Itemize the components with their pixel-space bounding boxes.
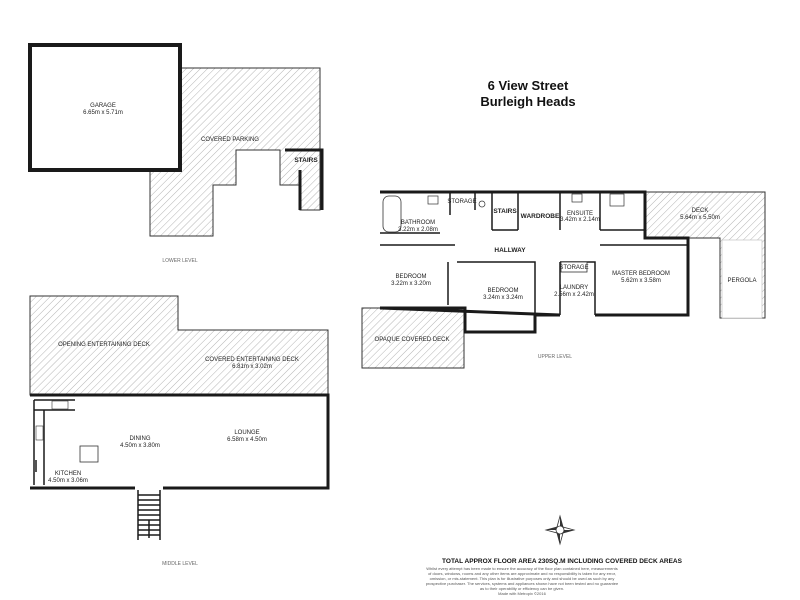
middle-level: OPENING ENTERTAINING DECK COVERED ENTERT…: [29, 295, 330, 567]
garage-room: [28, 43, 182, 172]
ensuite-dims: 3.42m x 2.14m: [560, 217, 600, 223]
compass-rose-icon: [544, 514, 576, 546]
garage-label: GARAGE: [90, 103, 116, 109]
bathroom-dims: 3.22m x 2.08m: [398, 227, 438, 233]
pergola-area: [721, 239, 763, 319]
covered-deck-label: COVERED ENTERTAINING DECK: [205, 357, 299, 363]
opening-deck-label: OPENING ENTERTAINING DECK: [58, 342, 150, 348]
kitchen-counter: [33, 399, 75, 485]
storage-1-label: STORAGE: [447, 199, 476, 205]
bathroom-label: BATHROOM: [401, 220, 435, 226]
shower-icon: [609, 193, 625, 207]
garage-dims: 6.65m x 5.71m: [83, 110, 123, 116]
master-bedroom-dims: 5.62m x 3.58m: [621, 278, 661, 284]
disclaimer-line-6: Made with Metropix ©2016: [498, 591, 546, 596]
laundry-label: LAUNDRY: [560, 285, 589, 291]
opaque-covered-deck-area: [361, 307, 465, 369]
toilet-icon: [478, 200, 486, 208]
storage-2-label: STORAGE: [559, 265, 588, 271]
opaque-covered-deck-label: OPAQUE COVERED DECK: [375, 337, 450, 343]
dining-dims: 4.50m x 3.80m: [120, 443, 160, 449]
dining-label: DINING: [130, 436, 151, 442]
wardrobe-label: WARDROBE: [521, 213, 560, 220]
upper-stairs-label: STAIRS: [493, 208, 517, 215]
upper-level: DECK 5.64m x 5.50m PERGOLA OPAQUE COVERE…: [361, 190, 766, 369]
disclaimer-line-2: of doors, windows, rooms and any other i…: [428, 571, 616, 576]
upper-deck-label: DECK: [692, 208, 709, 214]
address-line-1: 6 View Street: [488, 78, 569, 93]
laundry-dims: 2.56m x 2.42m: [554, 292, 594, 298]
kitchen-label: KITCHEN: [55, 471, 81, 477]
disclaimer-line-4: prospective purchaser. The services, sys…: [426, 581, 619, 586]
address-line-2: Burleigh Heads: [480, 94, 575, 109]
total-floor-area: TOTAL APPROX FLOOR AREA 230SQ.M INCLUDIN…: [442, 558, 683, 565]
lower-stairs: [285, 148, 324, 210]
covered-parking-label: COVERED PARKING: [201, 137, 259, 143]
bedroom-2-dims: 3.24m x 3.24m: [483, 295, 523, 301]
lower-level: GARAGE 6.65m x 5.71m COVERED PARKING STA…: [28, 43, 324, 264]
lower-level-label: LOWER LEVEL: [162, 258, 198, 264]
kitchen-dims: 4.50m x 3.06m: [48, 478, 88, 484]
disclaimer-line-1: Whilst every attempt has been made to en…: [426, 566, 617, 571]
bedroom-1-label: BEDROOM: [395, 274, 426, 280]
bathtub-icon: [382, 195, 402, 233]
stove-icon: [35, 425, 44, 441]
island-bench: [79, 445, 99, 463]
lower-stairs-label: STAIRS: [294, 157, 318, 164]
upper-internal-walls: [380, 192, 688, 332]
lounge-label: LOUNGE: [234, 430, 259, 436]
storage-2-box: [560, 261, 588, 273]
sink-icon: [51, 400, 69, 410]
upper-deck-dims: 5.64m x 5.50m: [680, 215, 720, 221]
middle-outer-walls: [30, 393, 330, 490]
master-bedroom-label: MASTER BEDROOM: [612, 271, 670, 277]
bedroom-1-dims: 3.22m x 3.20m: [391, 281, 431, 287]
middle-level-label: MIDDLE LEVEL: [162, 561, 198, 567]
middle-stairs: [137, 490, 161, 540]
pergola-label: PERGOLA: [727, 278, 756, 284]
upper-level-label: UPPER LEVEL: [538, 354, 572, 360]
basin-icon: [571, 193, 583, 203]
ensuite-label: ENSUITE: [567, 211, 593, 217]
disclaimer-line-5: as to their operability or efficiency ca…: [480, 586, 564, 591]
hallway-label: HALLWAY: [494, 247, 526, 254]
bedroom-2-label: BEDROOM: [487, 288, 518, 294]
lounge-dims: 6.58m x 4.50m: [227, 437, 267, 443]
covered-deck-dims: 6.81m x 3.02m: [232, 364, 272, 370]
bathroom-basin-icon: [427, 195, 439, 205]
disclaimer-line-3: omission, or mis-statement. This plan is…: [430, 576, 615, 581]
